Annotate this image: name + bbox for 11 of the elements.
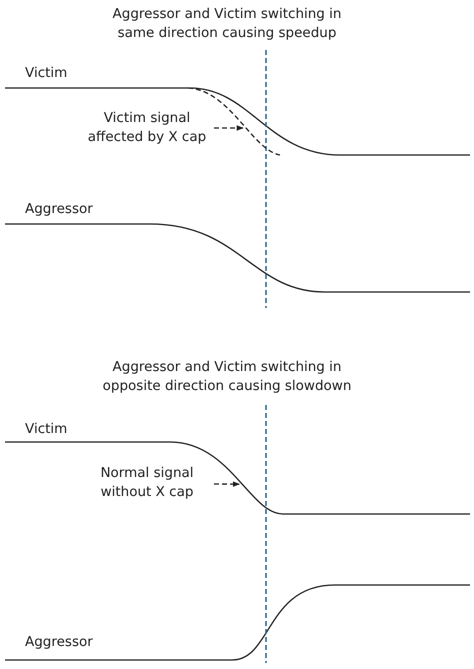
signal-label: Victim bbox=[25, 420, 68, 439]
signal-label: Aggressor bbox=[25, 200, 93, 219]
callout-text: Normal signal without X cap bbox=[83, 464, 211, 502]
heading: Aggressor and Victim switching in opposite direction causing slowdown bbox=[102, 358, 352, 396]
leader-arrow bbox=[214, 125, 244, 131]
signal-label: Victim bbox=[25, 64, 68, 83]
callout-text: Victim signal affected by X cap bbox=[83, 109, 211, 147]
signal-label: Aggressor bbox=[25, 633, 93, 652]
heading: Aggressor and Victim switching in same direction causing speedup bbox=[112, 5, 342, 43]
leader-arrow bbox=[214, 481, 240, 487]
waveform-curve bbox=[5, 441, 470, 515]
